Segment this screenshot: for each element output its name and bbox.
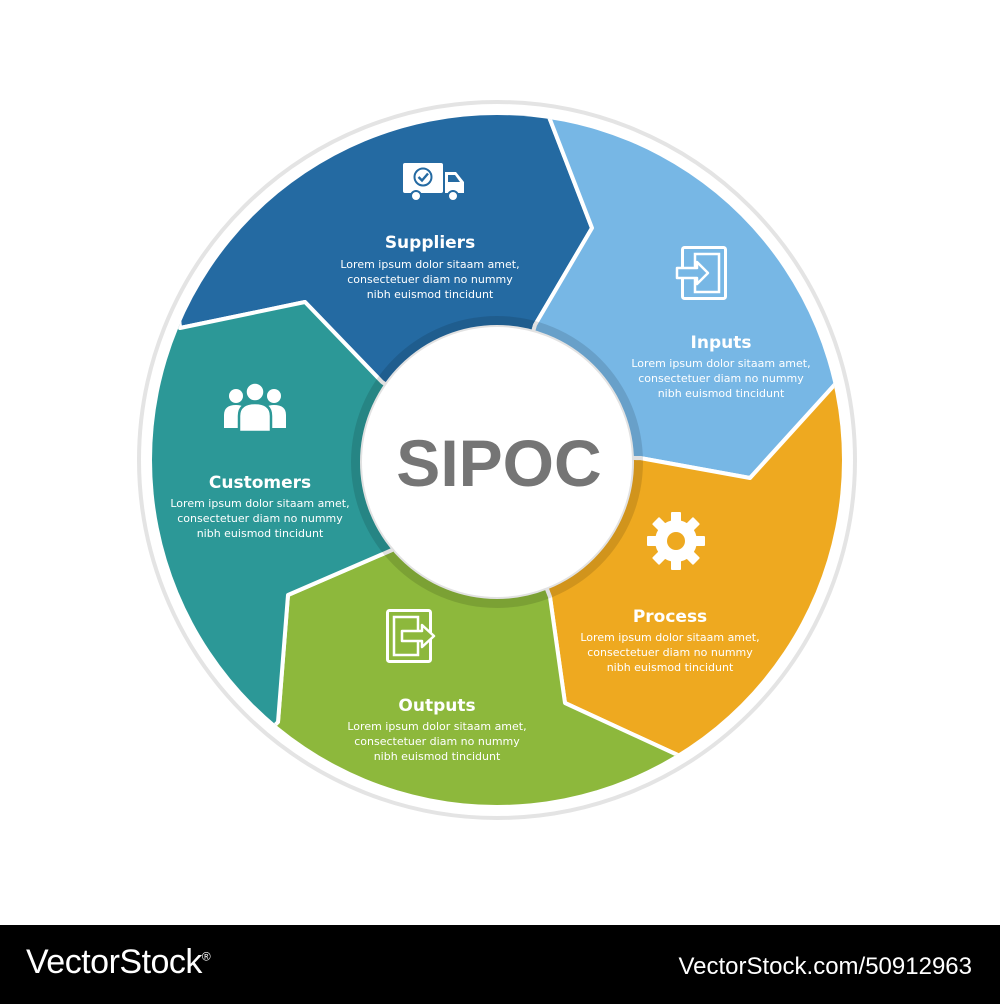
center-label: SIPOC [396,426,601,500]
suppliers-body-line-2: consectetuer diam no nummy [347,273,513,286]
outputs-content: Outputs Lorem ipsum dolor sitaam amet, c… [347,609,527,763]
sipoc-diagram: SIPOC Suppliers Lorem ipsum dolor sitaam… [137,100,857,820]
customers-body-line-2: consectetuer diam no nummy [177,512,343,525]
process-body-line-2: consectetuer diam no nummy [587,646,753,659]
inputs-body-line-2: consectetuer diam no nummy [638,372,804,385]
watermark-brand-text: VectorStock [26,943,202,981]
watermark-footer: VectorStock® VectorStock.com/50912963 [0,925,1000,1004]
outputs-body-line-1: Lorem ipsum dolor sitaam amet, [347,720,526,733]
customers-body-line-1: Lorem ipsum dolor sitaam amet, [170,497,349,510]
inputs-body-line-1: Lorem ipsum dolor sitaam amet, [631,357,810,370]
center-circle [360,325,634,599]
suppliers-body-line-3: nibh euismod tincidunt [367,288,494,301]
process-body-line-3: nibh euismod tincidunt [607,661,734,674]
process-body-line-1: Lorem ipsum dolor sitaam amet, [580,631,759,644]
outputs-body-line-3: nibh euismod tincidunt [374,750,501,763]
watermark-reference: VectorStock.com/50912963 [678,953,972,980]
inputs-title: Inputs [691,333,752,353]
process-content: Process Lorem ipsum dolor sitaam amet, c… [580,512,760,674]
inputs-body-line-3: nibh euismod tincidunt [658,387,785,400]
watermark-brand: VectorStock® [26,943,211,982]
outputs-body-line-2: consectetuer diam no nummy [354,735,520,748]
customers-body-line-3: nibh euismod tincidunt [197,527,324,540]
customers-title: Customers [209,473,311,493]
outputs-title: Outputs [398,696,475,716]
sipoc-svg: SIPOC Suppliers Lorem ipsum dolor sitaam… [137,100,857,820]
suppliers-title: Suppliers [385,233,475,253]
gear-icon [647,512,705,570]
suppliers-body-line-1: Lorem ipsum dolor sitaam amet, [340,258,519,271]
sign-in-icon [675,246,727,300]
suppliers-content: Suppliers Lorem ipsum dolor sitaam amet,… [340,163,520,301]
process-title: Process [633,607,707,627]
segment-customers [152,115,499,805]
sign-out-icon [386,609,436,663]
registered-mark: ® [201,949,211,964]
users-icon [224,381,286,434]
customers-content: Customers Lorem ipsum dolor sitaam amet,… [170,381,350,540]
truck-icon [403,163,464,202]
inputs-content: Inputs Lorem ipsum dolor sitaam amet, co… [631,246,811,400]
